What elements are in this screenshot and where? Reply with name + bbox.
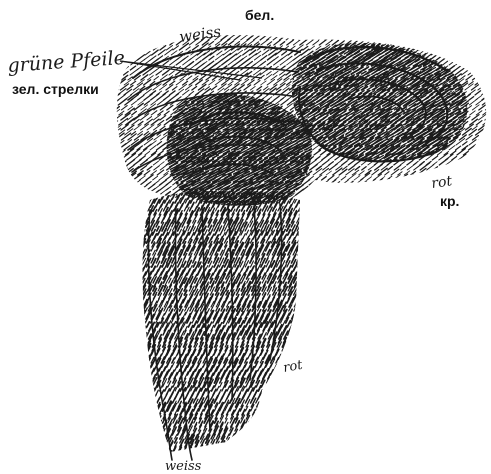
label-weiss-bottom: weiss: [165, 459, 202, 474]
label-gruene-pfeile: grüne Pfeile: [7, 47, 126, 77]
label-weiss-top: weiss: [178, 22, 222, 46]
label-rot-right: rot: [430, 173, 453, 192]
label-kr: кр.: [440, 193, 459, 209]
label-zel-strelki: зел. стрелки: [12, 81, 99, 97]
label-bel: бел.: [245, 7, 274, 23]
label-rot-lower: rot: [282, 358, 304, 376]
